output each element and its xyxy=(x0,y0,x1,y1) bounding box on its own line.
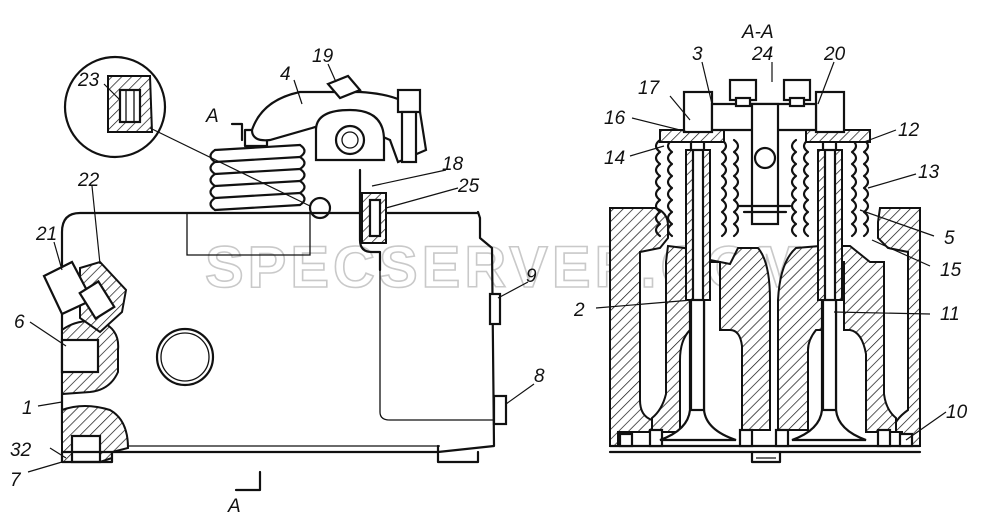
callout-13: 13 xyxy=(918,162,940,183)
callout-11: 11 xyxy=(940,304,960,325)
boss-9 xyxy=(488,292,502,326)
callout-18: 18 xyxy=(442,154,464,175)
part-6-plug xyxy=(60,338,100,374)
inspection-hole xyxy=(155,327,215,387)
boss-8 xyxy=(492,394,508,426)
callout-6: 6 xyxy=(14,312,25,333)
callout-7: 7 xyxy=(10,470,22,491)
callout-5: 5 xyxy=(944,228,955,249)
valve-spring-left xyxy=(209,143,306,212)
callout-2: 2 xyxy=(573,300,585,321)
callout-14: 14 xyxy=(604,148,625,169)
callout-3: 3 xyxy=(692,44,703,65)
callout-16: 16 xyxy=(604,108,626,129)
callout-15: 15 xyxy=(940,260,962,281)
callout-32: 32 xyxy=(10,440,32,461)
callout-24: 24 xyxy=(751,44,773,65)
callout-12: 12 xyxy=(898,120,920,141)
detail-23-magnifier xyxy=(63,55,167,159)
leader-lines xyxy=(27,61,947,473)
section-view xyxy=(608,78,922,464)
callout-25: 25 xyxy=(457,176,480,197)
part-22-insert xyxy=(78,279,116,321)
callout-1: 1 xyxy=(22,398,33,419)
valve-springs-section xyxy=(654,138,870,238)
section-title: A-A xyxy=(741,22,774,43)
watermark: SPECSERVER.COM xyxy=(205,235,808,300)
callout-8: 8 xyxy=(534,366,545,387)
part-7-plug xyxy=(70,434,102,464)
callout-4: 4 xyxy=(280,64,291,85)
side-view xyxy=(42,55,508,492)
section-mark-top: A xyxy=(205,106,219,127)
callout-21: 21 xyxy=(35,224,57,245)
callout-19: 19 xyxy=(312,46,334,67)
callout-20: 20 xyxy=(823,44,846,65)
section-mark-bottom: A xyxy=(227,496,241,517)
callout-9: 9 xyxy=(526,266,537,287)
callout-10: 10 xyxy=(946,402,968,423)
callout-17: 17 xyxy=(638,78,661,99)
callout-22: 22 xyxy=(77,170,100,191)
callout-23: 23 xyxy=(77,70,100,91)
